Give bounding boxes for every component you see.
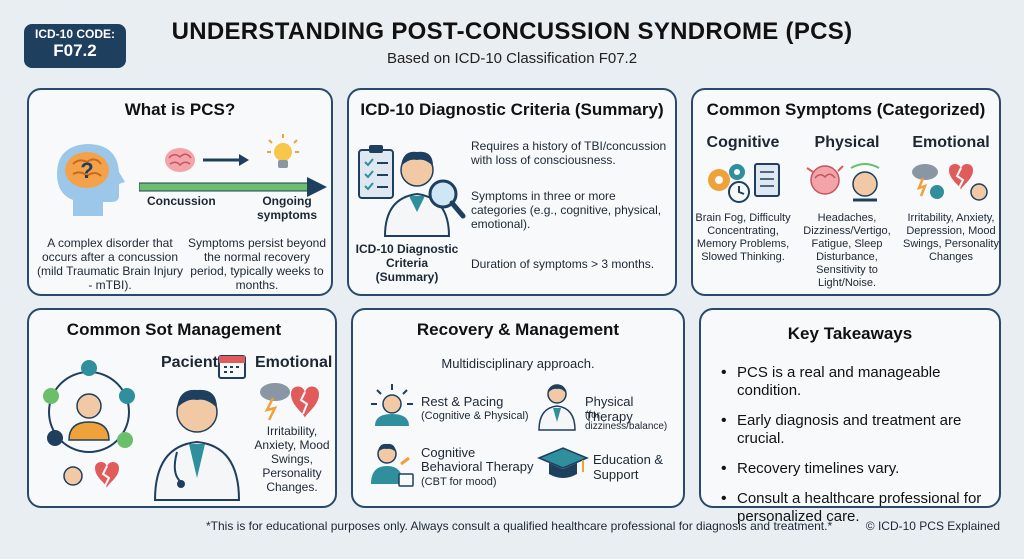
symptoms-text-emotional: Irritability, Anxiety, Depression, Mood … xyxy=(903,212,999,263)
what-is-desc-right: Symptoms persist beyond the normal recov… xyxy=(187,236,327,292)
cbt-label: Cognitive Behavioral Therapy xyxy=(421,445,534,474)
criteria-card: ICD-10 Diagnostic Criteria (Summary) ICD… xyxy=(347,88,677,296)
physical-therapist-icon xyxy=(538,384,576,431)
timeline-bar xyxy=(139,177,327,197)
key-takeaways-card: Key Takeaways PCS is a real and manageab… xyxy=(699,308,1001,525)
symptoms-heading-cognitive: Cognitive xyxy=(706,134,780,151)
takeaway-item: Consult a healthcare professional for pe… xyxy=(721,490,993,526)
concussion-label: Concussion xyxy=(147,194,216,208)
criteria-item-1: Requires a history of TBI/concussion wit… xyxy=(471,139,667,167)
what-is-pcs-title: What is PCS? xyxy=(124,100,236,119)
storm-heart-icon xyxy=(912,164,988,201)
symptoms-title: Common Symptoms (Categorized) xyxy=(706,100,986,119)
criteria-item-3: Duration of symptoms > 3 months. xyxy=(471,257,655,271)
physical-therapy-sub: (for dizziness/balance) xyxy=(585,410,668,432)
arrow-right-icon xyxy=(203,154,249,166)
doctor-clipboard-icon xyxy=(358,145,466,237)
criteria-title: ICD-10 Diagnostic Criteria (Summary) xyxy=(360,100,664,119)
ongoing-symptoms-label: Ongoing symptoms xyxy=(256,194,318,222)
takeaways-list: PCS is a real and manageable condition. … xyxy=(721,364,993,538)
takeaway-item: Recovery timelines vary. xyxy=(721,460,993,478)
brain-icon xyxy=(165,148,195,172)
sot-emotional-label: Emotional xyxy=(255,354,333,371)
what-is-desc-left: A complex disorder that occurs after a c… xyxy=(36,236,184,292)
what-is-pcs-card: What is PCS? ? Concussion Ongoing sympto… xyxy=(27,88,333,296)
footer-credit: © ICD-10 PCS Explained xyxy=(865,519,1000,533)
headache-dizziness-icon xyxy=(806,163,880,202)
care-team-icon xyxy=(43,360,135,488)
symptoms-heading-physical: Physical xyxy=(814,134,880,151)
sot-title: Common Sot Management xyxy=(66,320,282,339)
pacient-label: Pacient xyxy=(161,354,218,371)
rest-pacing-icon xyxy=(371,384,413,426)
cbt-sub: (CBT for mood) xyxy=(421,476,497,488)
calendar-icon xyxy=(218,355,246,379)
doctor-icon xyxy=(153,389,241,501)
recovery-subtitle: Multidisciplinary approach. xyxy=(441,356,595,371)
symptoms-card: Common Symptoms (Categorized) Cognitive … xyxy=(691,88,1001,296)
code-badge-label: ICD-10 CODE: xyxy=(34,27,115,41)
recovery-card: Recovery & Management Multidisciplinary … xyxy=(351,308,685,508)
svg-text:?: ? xyxy=(80,158,93,183)
page-title: UNDERSTANDING POST-CONCUSSION SYNDROME (… xyxy=(171,18,853,45)
takeaway-item: Early diagnosis and treatment are crucia… xyxy=(721,412,993,448)
storm-broken-heart-icon xyxy=(260,383,319,421)
head-brain-icon: ? xyxy=(57,144,125,216)
gears-clock-icon xyxy=(708,163,780,203)
lightbulb-icon xyxy=(267,134,299,168)
takeaway-item: PCS is a real and manageable condition. xyxy=(721,364,993,400)
recovery-title: Recovery & Management xyxy=(416,320,620,339)
page-subtitle: Based on ICD-10 Classification F07.2 xyxy=(386,50,638,67)
criteria-icon-caption: ICD-10 Diagnostic Criteria (Summary) xyxy=(355,242,459,284)
criteria-item-2: Symptoms in three or more categories (e.… xyxy=(471,189,662,231)
footer-disclaimer: *This is for educational purposes only. … xyxy=(206,519,833,533)
sot-emotional-text: Irritability, Anxiety, Mood Swings, Pers… xyxy=(254,424,330,494)
symptoms-heading-emotional: Emotional xyxy=(912,134,990,151)
takeaways-title: Key Takeaways xyxy=(787,324,913,343)
sot-management-card: Common Sot Management Pacient Emotional … xyxy=(27,308,337,508)
education-support-label: Education & Support xyxy=(593,452,664,482)
graduation-cap-icon xyxy=(537,447,589,478)
rest-pacing-sub: (Cognitive & Physical) xyxy=(421,410,529,422)
code-badge-value: F07.2 xyxy=(53,41,97,60)
physical-therapy-label: Physical Therapy xyxy=(585,394,634,424)
code-badge: ICD-10 CODE: F07.2 xyxy=(24,24,126,68)
symptoms-text-cognitive: Brain Fog, Difficulty Concentrating, Mem… xyxy=(695,212,791,263)
cbt-icon xyxy=(371,443,414,487)
symptoms-text-physical: Headaches, Dizziness/Vertigo, Fatigue, S… xyxy=(803,212,891,289)
rest-pacing-label: Rest & Pacing xyxy=(421,394,504,409)
